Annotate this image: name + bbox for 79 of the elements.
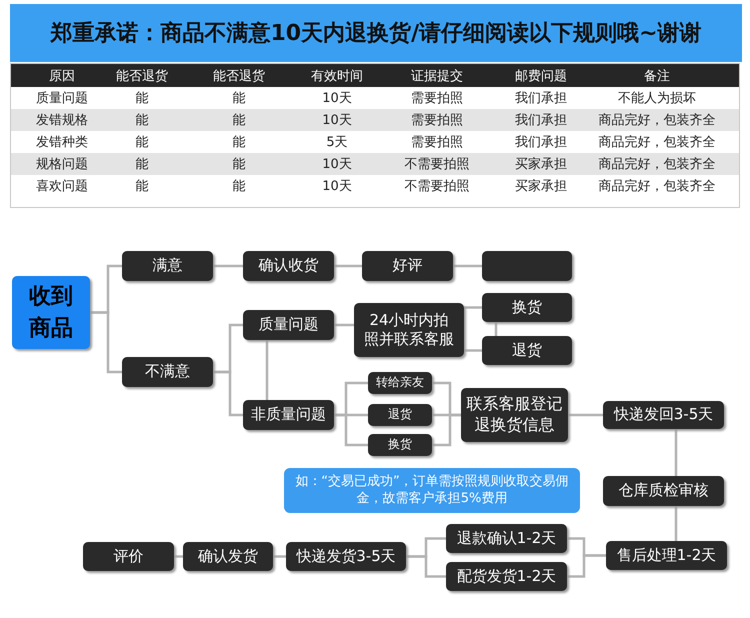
empty-box	[482, 251, 572, 281]
connector-line	[334, 324, 354, 326]
process-box: 退货	[368, 404, 432, 426]
process-box: 满意	[122, 251, 213, 281]
table-entry: 商品完好，包装齐全	[575, 131, 739, 153]
table-entry: 能	[171, 131, 307, 153]
process-box: 配货发货1-2天	[446, 562, 567, 591]
connector-line	[90, 311, 122, 374]
connector-line	[174, 555, 183, 558]
table-entry: 买家承担	[507, 153, 575, 175]
connector-line	[464, 306, 482, 309]
column-header: 能否退货	[113, 64, 171, 87]
table-entry: 5天	[307, 131, 367, 153]
process-box: 确认收货	[243, 251, 334, 281]
process-box: 非质量问题	[243, 400, 334, 430]
connector-line	[494, 322, 498, 336]
table-entry: 10天	[307, 87, 367, 109]
note-box: 如：“交易已成功”，订单需按照规则收取交易佣金，故需客户承担5%费用	[284, 468, 580, 513]
connector-line	[334, 414, 368, 446]
table-entry: 能	[113, 109, 171, 131]
process-box: 评价	[83, 542, 174, 571]
connector-line	[334, 264, 362, 268]
column-header: 邮费问题	[507, 64, 575, 87]
table-entry: 能	[113, 153, 171, 175]
connector-line	[266, 340, 268, 400]
column-header: 能否退货	[171, 64, 307, 87]
table-entry: 商品完好，包装齐全	[575, 109, 739, 131]
table-entry: 规格问题	[11, 153, 113, 175]
process-box: 退款确认1-2天	[446, 524, 567, 553]
table-entry: 能	[171, 109, 307, 131]
connector-line	[273, 555, 286, 558]
column-header: 证据提交	[367, 64, 507, 87]
process-box: 退货	[482, 336, 572, 365]
connector-line	[568, 414, 603, 416]
table-entry: 能	[113, 131, 171, 153]
connector-line	[213, 264, 243, 268]
connector-line	[406, 555, 446, 578]
connector-line	[453, 264, 482, 268]
connector-line	[464, 349, 482, 352]
table-entry: 能	[171, 153, 307, 175]
table-entry: 不需要拍照	[367, 153, 507, 175]
table-entry: 10天	[307, 153, 367, 175]
title-banner: 郑重承诺：商品不满意10天内退换货/请仔细阅读以下规则哦~谢谢	[10, 4, 742, 62]
process-box: 质量问题	[243, 310, 334, 340]
column-header: 有效时间	[307, 64, 367, 87]
process-box: 售后处理1-2天	[606, 541, 727, 570]
table-entry: 10天	[307, 109, 367, 131]
process-box: 24小时内拍照并联系客服	[354, 303, 464, 357]
column-header: 原因	[11, 64, 113, 87]
table-entry: 发错规格	[11, 109, 113, 131]
table-entry: 需要拍照	[367, 109, 507, 131]
process-box: 换货	[368, 434, 432, 456]
table-entry: 我们承担	[507, 87, 575, 109]
table-entry: 不能人为损坏	[575, 87, 739, 109]
process-box: 好评	[362, 251, 453, 281]
table-entry: 质量问题	[11, 87, 113, 109]
table-entry: 能	[113, 87, 171, 109]
table-entry: 需要拍照	[367, 131, 507, 153]
process-box: 快递发回3-5天	[603, 401, 724, 429]
process-box: 仓库质检审核	[603, 476, 724, 506]
process-box: 确认发货	[183, 542, 273, 571]
connector-line	[674, 506, 678, 541]
process-box: 联系客服登记退换货信息	[461, 388, 568, 442]
connector-line	[432, 414, 461, 446]
column-header: 备注	[575, 64, 739, 87]
table-entry: 我们承担	[507, 109, 575, 131]
process-box: 换货	[482, 293, 572, 322]
connector-line	[213, 370, 243, 416]
connector-line	[567, 554, 606, 578]
start-box: 收到商品	[12, 276, 90, 349]
process-box: 转给亲友	[368, 372, 432, 394]
table-entry: 我们承担	[507, 131, 575, 153]
table-entry: 能	[171, 87, 307, 109]
table-entry: 发错种类	[11, 131, 113, 153]
process-box: 不满意	[122, 357, 213, 387]
table-entry: 需要拍照	[367, 87, 507, 109]
process-box: 快递发货3-5天	[286, 542, 406, 571]
connector-line	[674, 429, 678, 476]
table-entry: 商品完好，包装齐全	[575, 153, 739, 175]
